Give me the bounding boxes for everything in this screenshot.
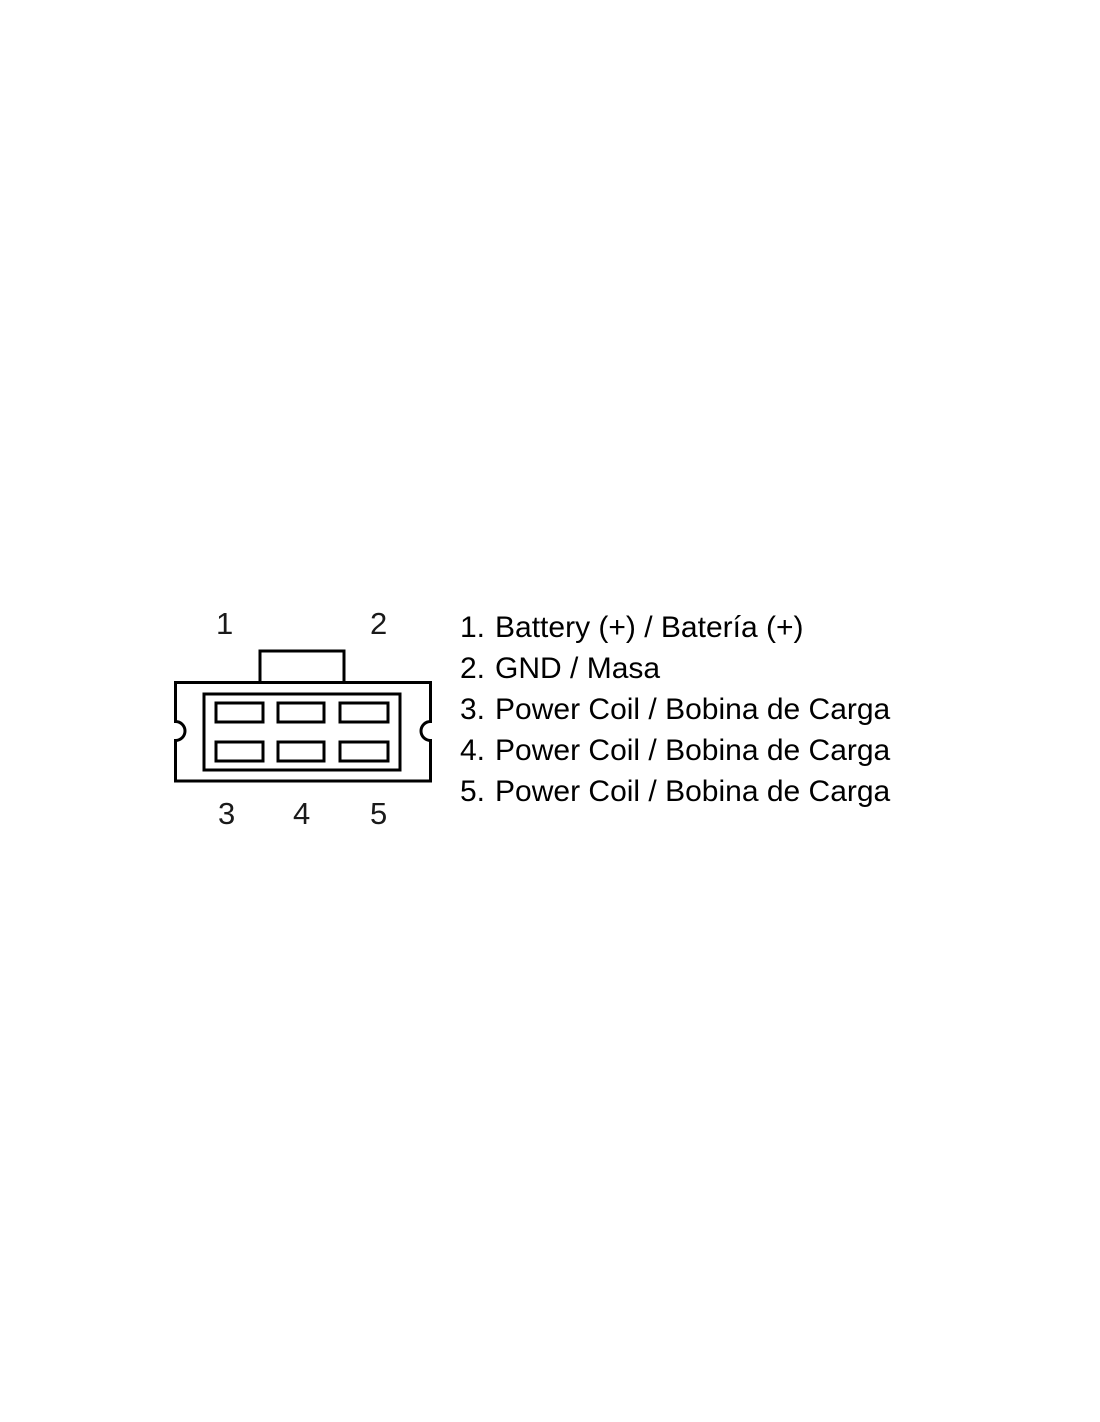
legend-label: Power Coil / Bobina de Carga (495, 734, 891, 767)
pin-number-4: 4 (293, 796, 311, 831)
connector-top-tab (258, 649, 346, 683)
legend-item-5: 5. Power Coil / Bobina de Carga (460, 771, 890, 812)
pin-number-5: 5 (370, 796, 388, 831)
legend-label: Battery (+) / Batería (+) (495, 611, 804, 644)
pin-number-3: 3 (218, 796, 236, 831)
legend-item-4: 4. Power Coil / Bobina de Carga (460, 730, 890, 771)
legend-item-1: 1. Battery (+) / Batería (+) (460, 607, 890, 648)
legend-number: 5. (460, 775, 486, 808)
legend-item-3: 3. Power Coil / Bobina de Carga (460, 689, 890, 730)
pin-slot (276, 740, 326, 763)
legend-number: 2. (460, 652, 486, 685)
pin-slot (338, 740, 390, 763)
legend-number: 3. (460, 693, 486, 726)
pin-number-1: 1 (216, 606, 234, 641)
legend-number: 1. (460, 611, 486, 644)
legend-label: Power Coil / Bobina de Carga (495, 775, 891, 808)
pin-slot (214, 701, 265, 724)
legend-label: GND / Masa (495, 652, 661, 685)
pin-slot (338, 701, 390, 724)
legend-label: Power Coil / Bobina de Carga (495, 693, 891, 726)
pin-slot (214, 740, 265, 763)
pin-legend: 1. Battery (+) / Batería (+) 2. GND / Ma… (460, 607, 890, 812)
legend-number: 4. (460, 734, 486, 767)
legend-item-2: 2. GND / Masa (460, 648, 890, 689)
pin-number-2: 2 (370, 606, 388, 641)
pin-slot (276, 701, 326, 724)
connector-outline-drawing (174, 649, 432, 783)
